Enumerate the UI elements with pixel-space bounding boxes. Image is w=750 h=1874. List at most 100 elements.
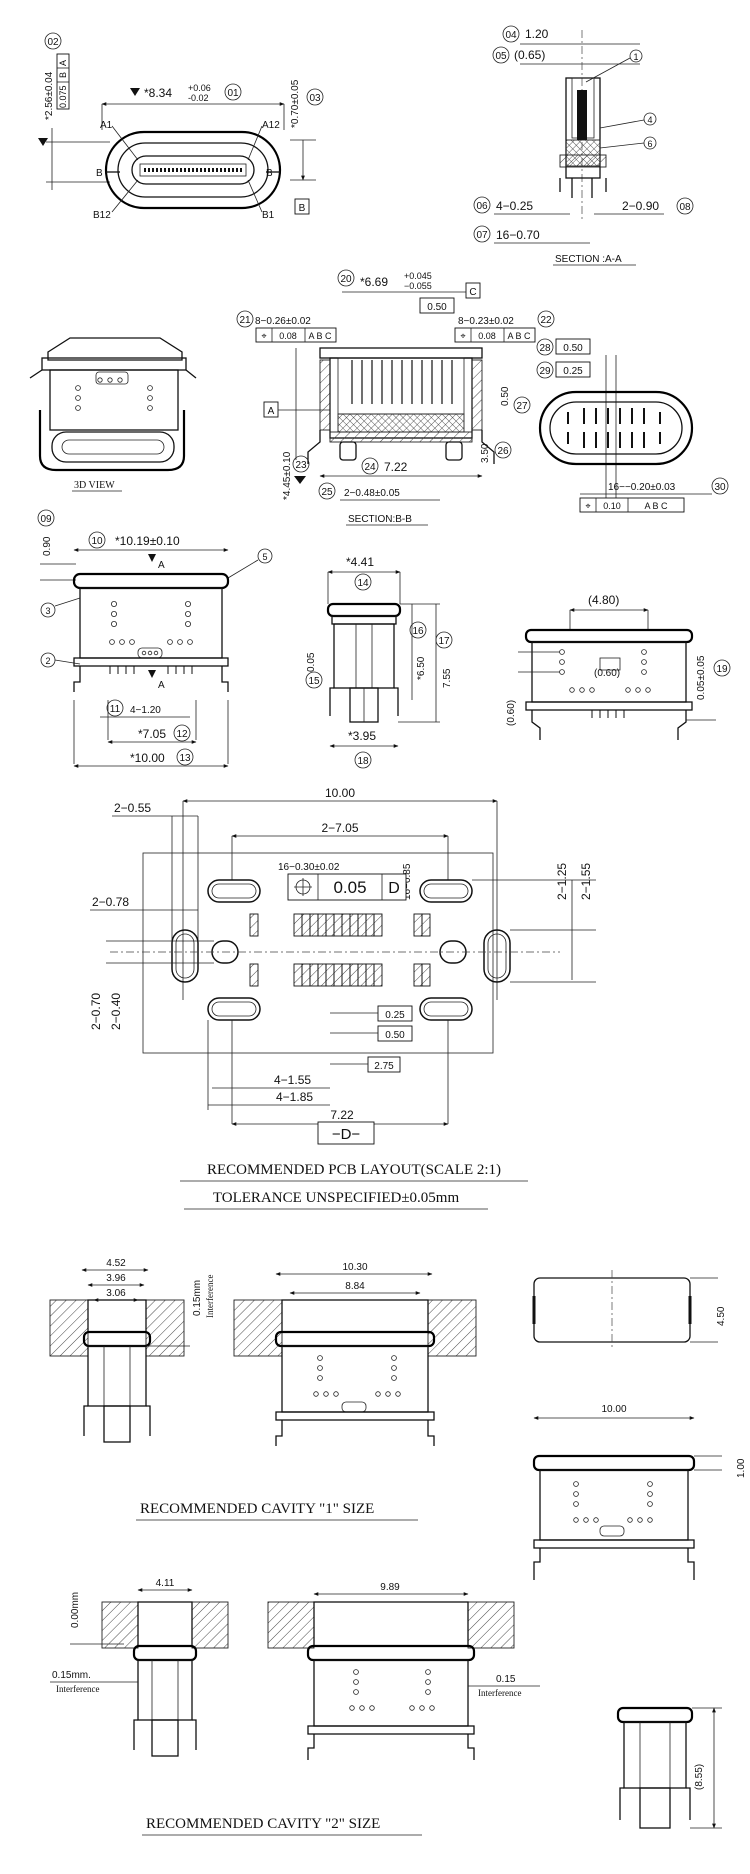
svg-text:0.00mm: 0.00mm bbox=[70, 1592, 81, 1628]
pcb-overall: 10.00 bbox=[325, 786, 355, 800]
dim-11: 4−1.20 bbox=[130, 705, 161, 716]
svg-text:(8.55): (8.55) bbox=[694, 1764, 705, 1790]
svg-text:4.52: 4.52 bbox=[106, 1258, 126, 1269]
svg-text:27: 27 bbox=[516, 401, 528, 412]
svg-text:0.50: 0.50 bbox=[500, 386, 511, 406]
svg-text:Interference: Interference bbox=[205, 1275, 215, 1318]
svg-text:04: 04 bbox=[505, 30, 517, 41]
svg-text:4: 4 bbox=[647, 115, 652, 125]
svg-text:D: D bbox=[388, 880, 400, 897]
right-dim-070: *0.70±0.05 bbox=[290, 79, 301, 128]
3d-view-label: 3D VIEW bbox=[74, 480, 115, 491]
svg-text:-0.02: -0.02 bbox=[188, 93, 209, 103]
bb-width-722: 7.22 bbox=[384, 460, 408, 474]
svg-text:+0.06: +0.06 bbox=[188, 83, 211, 93]
pcb-bottom-a: 4−1.55 bbox=[274, 1073, 311, 1087]
svg-text:5: 5 bbox=[262, 552, 267, 562]
svg-text:11: 11 bbox=[110, 704, 121, 715]
pcb-left-slot: 2−0.78 bbox=[92, 895, 129, 909]
svg-text:0.08: 0.08 bbox=[478, 331, 496, 341]
svg-text:0.50: 0.50 bbox=[427, 302, 447, 313]
section-aa: 04 1.20 05 (0.65) 1 4 6 06 4−0.25 2−0.90 bbox=[473, 25, 694, 266]
callout-02: 02 bbox=[47, 37, 59, 48]
dim-14: *4.41 bbox=[346, 555, 374, 569]
pcb-left-a: 2−0.70 bbox=[89, 993, 103, 1030]
pcb-fcf-tol: 0.05 bbox=[333, 878, 366, 897]
svg-text:⌖: ⌖ bbox=[460, 331, 465, 341]
svg-text:12: 12 bbox=[176, 729, 188, 740]
svg-text:19: 19 bbox=[716, 664, 728, 675]
svg-text:21: 21 bbox=[239, 315, 251, 326]
bb-height: *4.45±0.10 bbox=[282, 451, 293, 500]
svg-text:A B C: A B C bbox=[308, 331, 332, 341]
svg-text:23: 23 bbox=[295, 460, 307, 471]
face-pins: 16−−0.20±0.03 bbox=[608, 482, 676, 493]
dim-06: 4−0.25 bbox=[496, 199, 533, 213]
dim-08: 2−0.90 bbox=[622, 199, 659, 213]
svg-text:B: B bbox=[58, 72, 68, 78]
svg-text:08: 08 bbox=[679, 202, 691, 213]
svg-text:C: C bbox=[469, 287, 476, 298]
svg-text:6: 6 bbox=[647, 139, 652, 149]
height-dim: *2.56±0.04 bbox=[44, 71, 55, 120]
svg-text:4.50: 4.50 bbox=[716, 1306, 727, 1326]
pcb-layout: 10.00 2−0.55 2−7.05 16−0.30±0.02 16−0.85… bbox=[89, 786, 596, 1210]
svg-text:10: 10 bbox=[91, 536, 103, 547]
pcb-datum-d: −D− bbox=[332, 1126, 361, 1143]
pin-a12-label: A12 bbox=[262, 120, 280, 131]
svg-text:A: A bbox=[158, 560, 165, 571]
svg-text:13: 13 bbox=[179, 753, 191, 764]
pcb-right-b: 2−1.55 bbox=[579, 863, 593, 900]
svg-text:2.75: 2.75 bbox=[374, 1061, 394, 1072]
pin-b12-label: B12 bbox=[93, 210, 111, 221]
svg-text:24: 24 bbox=[364, 462, 376, 473]
dim-10: *10.19±0.10 bbox=[115, 534, 180, 548]
dim-04: 1.20 bbox=[525, 27, 549, 41]
section-bb-title: SECTION:B-B bbox=[348, 514, 412, 525]
receptacle-face: 28 0.50 29 0.25 16−−0.20±0.03 30 ⌖ 0.10 … bbox=[536, 338, 729, 513]
svg-text:⌖: ⌖ bbox=[585, 501, 590, 511]
svg-text:20: 20 bbox=[340, 274, 352, 285]
svg-text:03: 03 bbox=[309, 93, 321, 104]
svg-text:06: 06 bbox=[476, 201, 488, 212]
svg-text:0.15mm.: 0.15mm. bbox=[52, 1670, 91, 1681]
svg-text:0.08: 0.08 bbox=[279, 331, 297, 341]
svg-text:⌖: ⌖ bbox=[261, 331, 266, 341]
svg-text:28: 28 bbox=[539, 343, 551, 354]
svg-text:3.96: 3.96 bbox=[106, 1273, 126, 1284]
three-d-view: 3D VIEW bbox=[29, 337, 197, 492]
pcb-slot-w: 2−0.55 bbox=[114, 801, 151, 815]
svg-text:0.25: 0.25 bbox=[563, 366, 583, 377]
dim-09: 0.90 bbox=[42, 536, 53, 556]
cavity-1: 4.52 3.96 3.06 0.15mm Interference 10.30… bbox=[49, 1258, 477, 1521]
svg-text:0.15: 0.15 bbox=[496, 1674, 516, 1685]
cavity1-side: 4.50 10.00 1.00 bbox=[532, 1270, 747, 1580]
dim-15: 0.05 bbox=[306, 652, 317, 672]
svg-text:0.15mm: 0.15mm bbox=[192, 1280, 203, 1316]
svg-text:0.25: 0.25 bbox=[385, 1010, 405, 1021]
svg-text:15: 15 bbox=[308, 676, 320, 687]
dim-left-060: (0.60) bbox=[506, 700, 517, 726]
svg-text:07: 07 bbox=[476, 230, 488, 241]
dim-17: 7.55 bbox=[442, 668, 453, 688]
dim-05: (0.65) bbox=[514, 48, 545, 62]
pcb-bottom-722: 7.22 bbox=[330, 1108, 354, 1122]
svg-text:0.50: 0.50 bbox=[563, 343, 583, 354]
dim-12: *7.05 bbox=[138, 727, 166, 741]
cavity2-title: RECOMMENDED CAVITY "2" SIZE bbox=[146, 1816, 380, 1832]
section-bb: 20 *6.69 +0.045 −0.055 C 0.50 21 8−0.26±… bbox=[236, 269, 555, 526]
svg-text:10.30: 10.30 bbox=[342, 1262, 367, 1273]
svg-text:2: 2 bbox=[45, 656, 50, 666]
callout-01: 01 bbox=[227, 88, 239, 99]
svg-text:A: A bbox=[58, 60, 68, 66]
svg-text:Interference: Interference bbox=[56, 1684, 99, 1694]
bottom-view: (4.80) (0.60) (0.60) 0.05±0.05 19 bbox=[506, 593, 731, 740]
svg-text:29: 29 bbox=[539, 366, 551, 377]
bb-right-pins: 8−0.23±0.02 bbox=[458, 316, 514, 327]
svg-text:18: 18 bbox=[357, 756, 369, 767]
svg-text:30: 30 bbox=[714, 482, 726, 493]
svg-text:A B C: A B C bbox=[507, 331, 531, 341]
svg-text:05: 05 bbox=[495, 51, 507, 62]
cavity-2: 0.00mm 4.11 0.15mm. Interference 9.89 bbox=[50, 1578, 540, 1836]
